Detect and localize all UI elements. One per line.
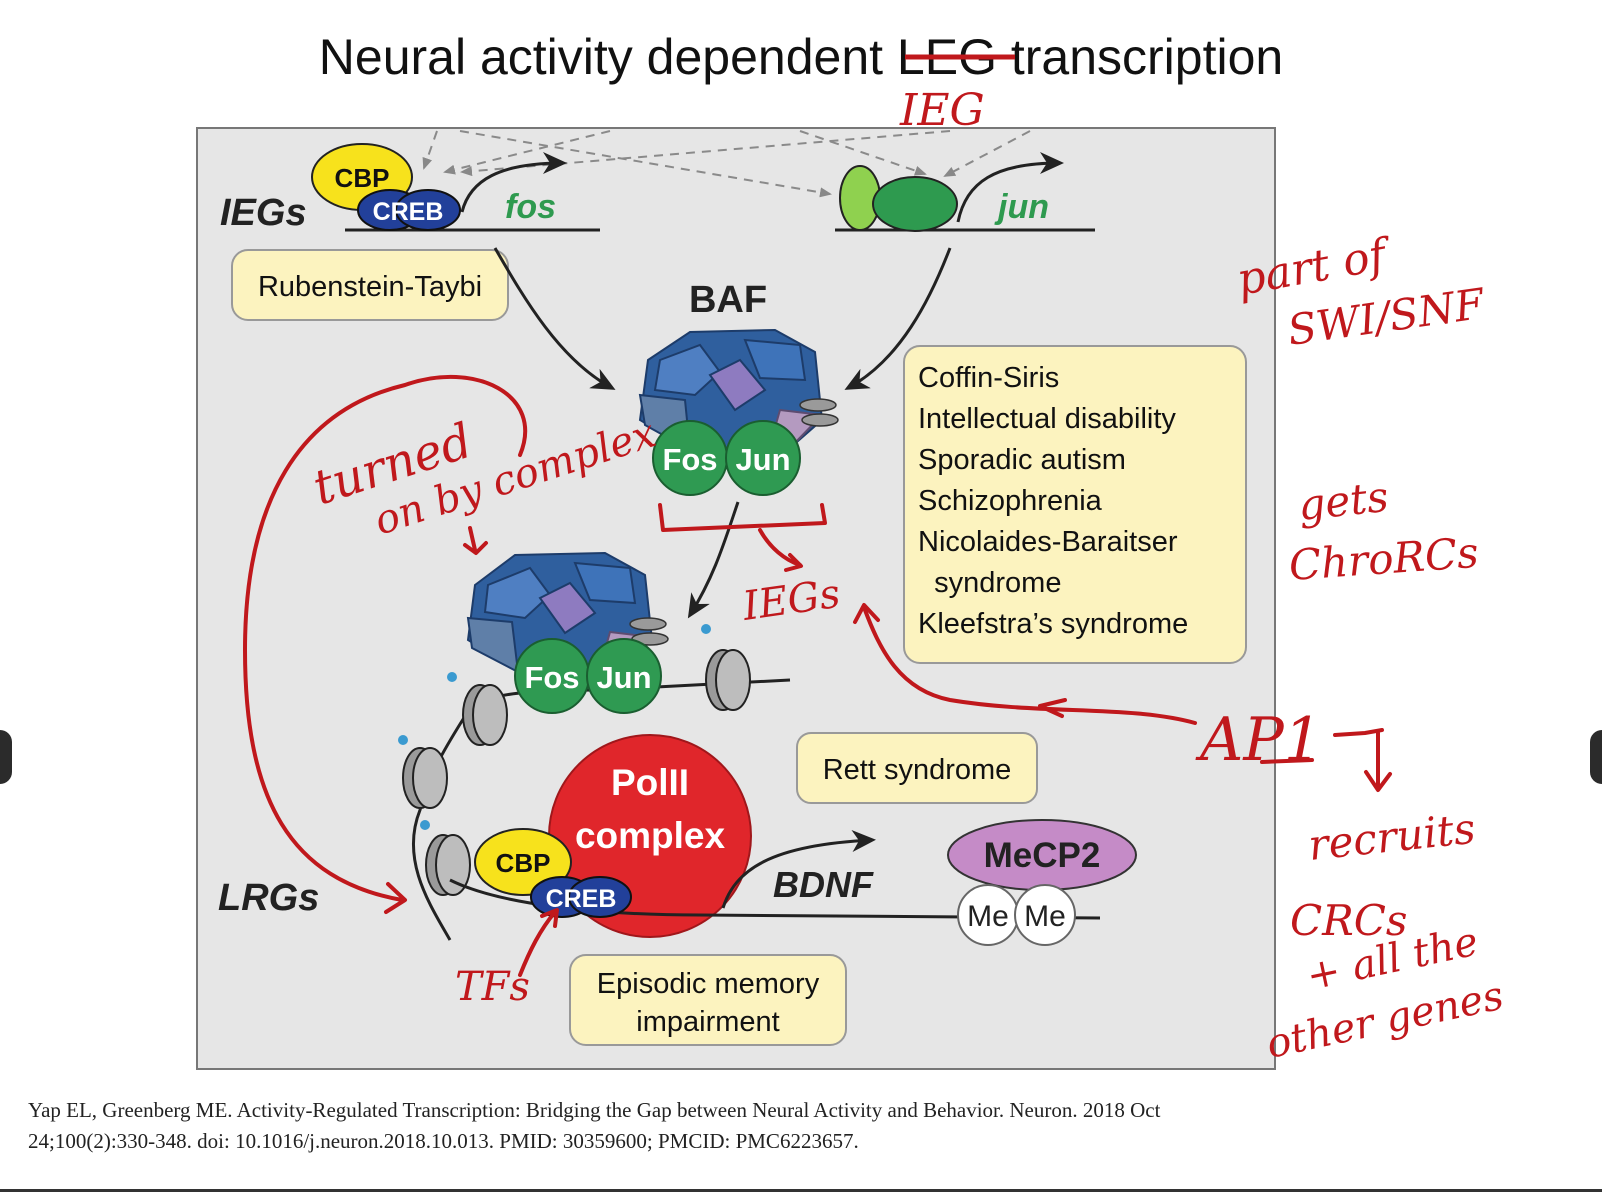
mecp2-label: MeCP2 xyxy=(984,836,1101,875)
bdnf-label: BDNF xyxy=(773,864,874,905)
disorders-list: Coffin-Siris Intellectual disability Spo… xyxy=(918,362,1188,640)
title-text-end: transcription xyxy=(996,29,1284,85)
tfs-arrowhead xyxy=(540,908,559,928)
bracket-arrowhead xyxy=(784,553,803,572)
next-slide-button[interactable] xyxy=(1590,730,1602,784)
methyl-mark xyxy=(1014,884,1076,946)
baf-complex-upper xyxy=(638,328,839,452)
rubenstein-box xyxy=(231,249,509,321)
rett-label: Rett syndrome xyxy=(823,754,1012,786)
episodic-label-line2: impairment xyxy=(636,1006,779,1038)
creb-ieg-right xyxy=(395,189,461,231)
histone-mark xyxy=(701,624,711,634)
annotation-ap1: AP1 xyxy=(1195,705,1322,775)
tfs-arrow xyxy=(518,910,557,977)
disorder-item: Schizophrenia xyxy=(918,485,1103,517)
baf-label: BAF xyxy=(689,279,767,321)
annotation-other-genes: other genes xyxy=(1263,973,1508,1068)
annotation-tfs: TFs xyxy=(455,964,530,1010)
handwritten-marks xyxy=(243,374,1392,977)
histone-mark xyxy=(398,735,408,745)
creb-ieg-label: CREB xyxy=(373,198,444,226)
disorders-box xyxy=(903,345,1247,664)
annotation-crcs: CRCs xyxy=(1290,896,1407,945)
me-label: Me xyxy=(1024,900,1066,933)
title-text-start: Neural activity dependent xyxy=(318,29,897,85)
citation: Yap EL, Greenberg ME. Activity-Regulated… xyxy=(28,1095,1528,1157)
jun-gene-label: jun xyxy=(994,188,1049,226)
cbp-lrg-label: CBP xyxy=(496,848,551,878)
jun-protein-lower-label: Jun xyxy=(596,660,651,695)
ap1-underline xyxy=(1260,758,1314,764)
episodic-label-line1: Episodic memory xyxy=(597,968,820,1000)
loop-arrow-to-lrgs xyxy=(243,374,528,902)
polii-label-line2: complex xyxy=(575,815,726,856)
ap1-bracket-top xyxy=(1333,728,1384,737)
jun-to-baf-arrow xyxy=(844,247,952,390)
nucleosome xyxy=(412,747,448,809)
disorder-item: Kleefstra’s syndrome xyxy=(918,608,1188,640)
fos-to-baf-arrow xyxy=(493,247,616,390)
baf-to-chromatin-arrow xyxy=(687,501,740,619)
previous-slide-button[interactable] xyxy=(0,730,12,784)
bdnf-transcription-arrow xyxy=(721,829,876,909)
fos-protein-lower-label: Fos xyxy=(524,660,579,695)
disorder-item: Coffin-Siris xyxy=(918,362,1059,394)
ap1-to-iegs-arrow xyxy=(863,608,1197,725)
ap1-arrowhead-iegs xyxy=(853,603,880,624)
nucleosome xyxy=(715,649,751,711)
jun-protein-lower xyxy=(586,638,662,714)
ap1-arrowhead-mid xyxy=(1038,698,1067,718)
baf-complex-lower xyxy=(466,551,669,674)
annotation-recruits: recruits xyxy=(1306,804,1478,870)
citation-line2: 24;100(2):330-348. doi: 10.1016/j.neuron… xyxy=(28,1129,859,1153)
turned-on-arrow xyxy=(468,526,477,552)
episodic-box xyxy=(569,954,847,1046)
histone-mark xyxy=(447,672,457,682)
annotation-gets: gets xyxy=(1296,472,1391,530)
polii-label-line1: PolII xyxy=(611,762,689,803)
me-label: Me xyxy=(967,900,1009,933)
ap1-down-arrowhead xyxy=(1364,770,1392,792)
cbp-ieg-label: CBP xyxy=(335,163,390,193)
annotation-chrorcs: ChroRCs xyxy=(1287,528,1480,590)
citation-line1: Yap EL, Greenberg ME. Activity-Regulated… xyxy=(28,1098,1161,1122)
nucleosomes xyxy=(398,624,751,896)
disorder-item: Intellectual disability xyxy=(918,403,1176,435)
loop-arrowhead xyxy=(384,882,407,914)
fos-transcription-arrow xyxy=(460,152,567,213)
nucleosome xyxy=(435,834,471,896)
jun-transcription-arrow xyxy=(956,152,1064,223)
disorder-item: Nicolaides-Baraitser xyxy=(918,526,1178,558)
iegs-label: IEGs xyxy=(220,192,307,234)
annotation-ieg: IEG xyxy=(899,85,985,136)
rubenstein-label: Rubenstein-Taybi xyxy=(258,271,482,303)
creb-lrg-right xyxy=(568,876,632,918)
fos-gene-label: fos xyxy=(505,188,556,226)
jun-protein-upper-label: Jun xyxy=(735,442,790,477)
fos-protein-upper-label: Fos xyxy=(662,442,717,477)
bottom-divider xyxy=(0,1189,1602,1192)
disorder-item: syndrome xyxy=(918,567,1061,599)
turned-on-arrowhead xyxy=(463,541,488,555)
disorder-item: Sporadic autism xyxy=(918,444,1126,476)
annotation-iegs: IEGs xyxy=(739,571,843,630)
jun-factor-large xyxy=(872,176,958,232)
rett-box xyxy=(796,732,1038,804)
histone-mark xyxy=(420,820,430,830)
fosjun-bracket xyxy=(658,503,827,532)
nucleosome xyxy=(472,684,508,746)
lrgs-label: LRGs xyxy=(218,877,319,919)
jun-protein-upper xyxy=(725,420,801,496)
